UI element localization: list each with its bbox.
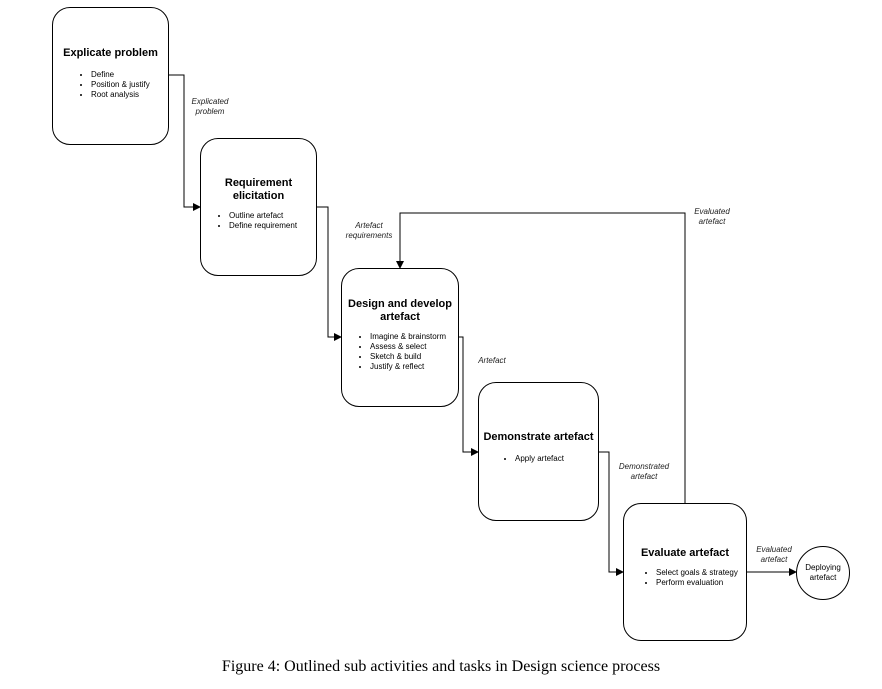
step-explicate-problem: Explicate problem Define Position & just…	[52, 7, 169, 145]
task-item: Apply artefact	[515, 454, 564, 464]
connector-explicate-to-requirement	[169, 74, 201, 211]
task-list: Imagine & brainstorm Assess & select Ske…	[354, 332, 446, 372]
step-title: Design and develop artefact	[348, 298, 452, 323]
edge-label-artefact-requirements: Artefact requirements	[345, 221, 393, 240]
connector-demonstrate-to-evaluate	[599, 451, 624, 576]
step-design-and-develop-artefact: Design and develop artefact Imagine & br…	[341, 268, 459, 407]
end-node-label: Deploying artefact	[805, 563, 841, 582]
edge-label-evaluated-artefact-out: Evaluated artefact	[756, 545, 792, 564]
step-evaluate-artefact: Evaluate artefact Select goals & strateg…	[623, 503, 747, 641]
task-item: Outline artefact	[229, 211, 297, 221]
task-item: Sketch & build	[370, 352, 446, 362]
edge-label-evaluated-artefact-feedback: Evaluated artefact	[694, 207, 730, 226]
step-title: Requirement elicitation	[224, 177, 293, 202]
connector-requirement-to-design	[317, 206, 342, 341]
connector-design-to-demonstrate	[459, 336, 479, 456]
task-list: Outline artefact Define requirement	[213, 211, 297, 231]
task-item: Imagine & brainstorm	[370, 332, 446, 342]
task-list: Select goals & strategy Perform evaluati…	[640, 568, 738, 588]
task-item: Select goals & strategy	[656, 568, 738, 578]
task-list: Apply artefact	[499, 454, 564, 464]
figure-caption: Figure 4: Outlined sub activities and ta…	[221, 658, 661, 675]
step-title: Demonstrate artefact	[483, 431, 594, 443]
task-item: Perform evaluation	[656, 578, 738, 588]
task-item: Define requirement	[229, 221, 297, 231]
task-item: Assess & select	[370, 342, 446, 352]
edge-label-artefact: Artefact	[478, 356, 506, 365]
task-item: Root analysis	[91, 90, 150, 100]
task-item: Justify & reflect	[370, 362, 446, 372]
task-list: Define Position & justify Root analysis	[75, 70, 150, 100]
task-item: Define	[91, 70, 150, 80]
connector-evaluate-feedback-to-design	[396, 212, 686, 503]
step-title: Evaluate artefact	[640, 547, 730, 559]
edge-label-explicated-problem: Explicated problem	[191, 97, 229, 116]
step-requirement-elicitation: Requirement elicitation Outline artefact…	[200, 138, 317, 276]
step-demonstrate-artefact: Demonstrate artefact Apply artefact	[478, 382, 599, 521]
step-title: Explicate problem	[63, 47, 158, 59]
deploying-artefact-node: Deploying artefact	[796, 546, 850, 600]
edge-label-demonstrated-artefact: Demonstrated artefact	[618, 462, 670, 481]
task-item: Position & justify	[91, 80, 150, 90]
